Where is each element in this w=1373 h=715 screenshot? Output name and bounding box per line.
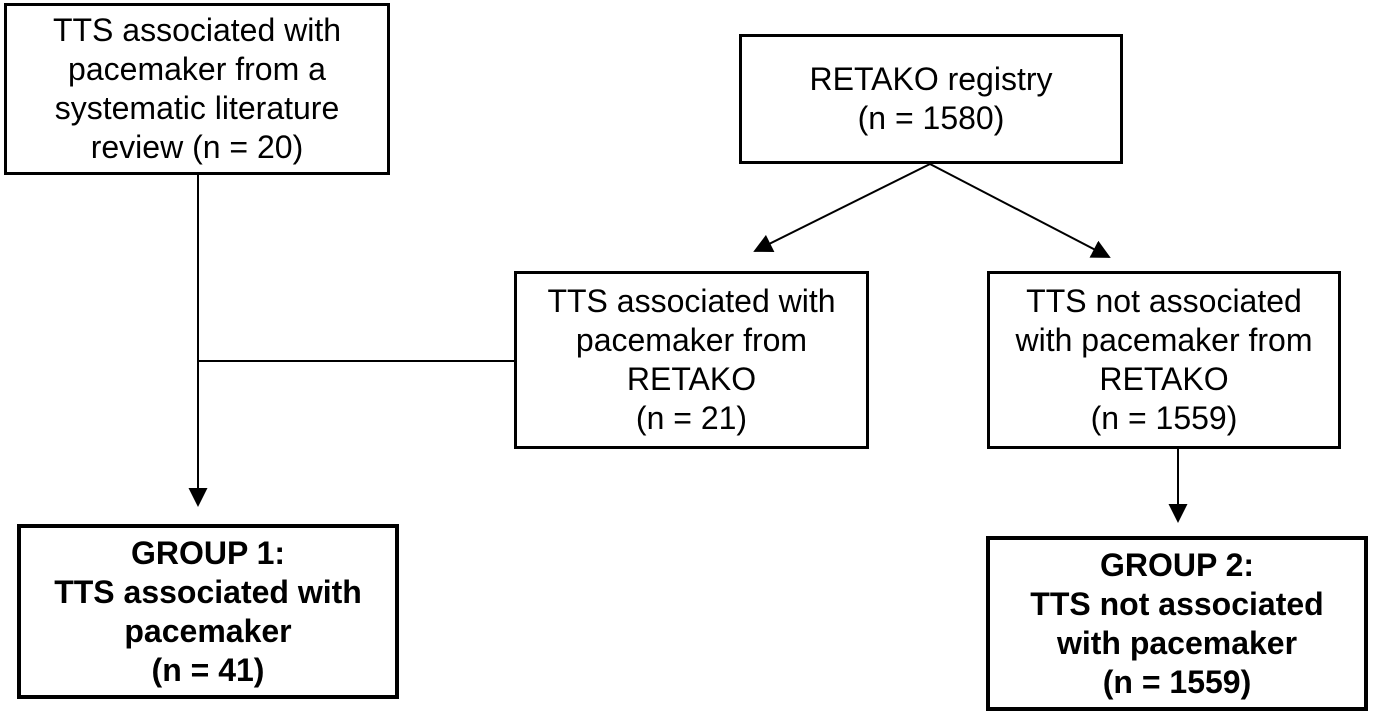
box-tts-pacemaker-retako: TTS associated with pacemaker from RETAK… bbox=[514, 271, 869, 449]
box-tts-not-pacemaker-retako: TTS not associated with pacemaker from R… bbox=[987, 271, 1341, 449]
box-retako-registry: RETAKO registry (n = 1580) bbox=[739, 34, 1123, 164]
arrow-retako-to-nopmretako bbox=[929, 163, 1111, 258]
box-literature-review: TTS associated with pacemaker from a sys… bbox=[4, 3, 390, 175]
arrow-retako-to-pmretako bbox=[753, 163, 931, 252]
box-group-1: GROUP 1: TTS associated with pacemaker (… bbox=[17, 524, 399, 699]
box-group-2: GROUP 2: TTS not associated with pacemak… bbox=[986, 536, 1368, 711]
